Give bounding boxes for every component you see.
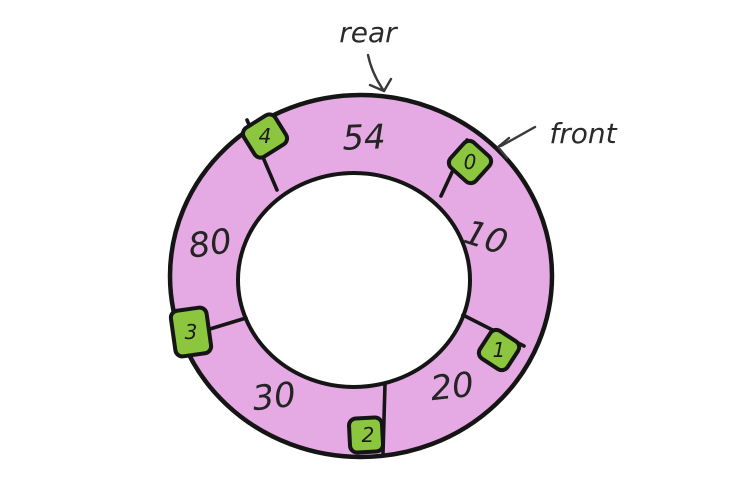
slot-index-marker-box-4 [240, 112, 290, 160]
slot-value-1: 20 [428, 365, 475, 409]
slot-index-marker-box-3 [168, 305, 214, 359]
slot-index-marker-1: 1 [476, 327, 522, 373]
slot-value-4: 54 [342, 117, 387, 158]
slot-index-label-1: 1 [493, 338, 506, 362]
rear-arrow-head [368, 77, 393, 93]
front-label: front [549, 117, 617, 150]
slot-index-marker-box-0 [446, 138, 494, 186]
rear-arrow-shaft [366, 53, 386, 93]
slot-index-label-4: 4 [259, 124, 272, 148]
slot-index-marker-box-1 [476, 327, 522, 373]
rear-arrow [366, 53, 393, 93]
slot-index-label-3: 3 [185, 320, 198, 344]
queue-ring-hole [236, 171, 472, 389]
slot-index-marker-4: 4 [240, 112, 290, 160]
slot-value-2: 30 [250, 375, 297, 419]
front-arrow-head [496, 136, 511, 160]
slot-index-marker-box-2 [346, 415, 386, 455]
front-arrow-shaft [499, 125, 537, 148]
front-arrow [496, 125, 537, 160]
slot-index-label-0: 0 [464, 150, 477, 174]
rear-label: rear [339, 16, 398, 49]
slot-value-3: 80 [186, 221, 234, 267]
slot-index-marker-2: 2 [346, 415, 386, 455]
slot-index-marker-3: 3 [168, 305, 214, 359]
slot-index-label-2: 2 [362, 423, 375, 447]
slot-index-marker-0: 0 [446, 138, 494, 186]
